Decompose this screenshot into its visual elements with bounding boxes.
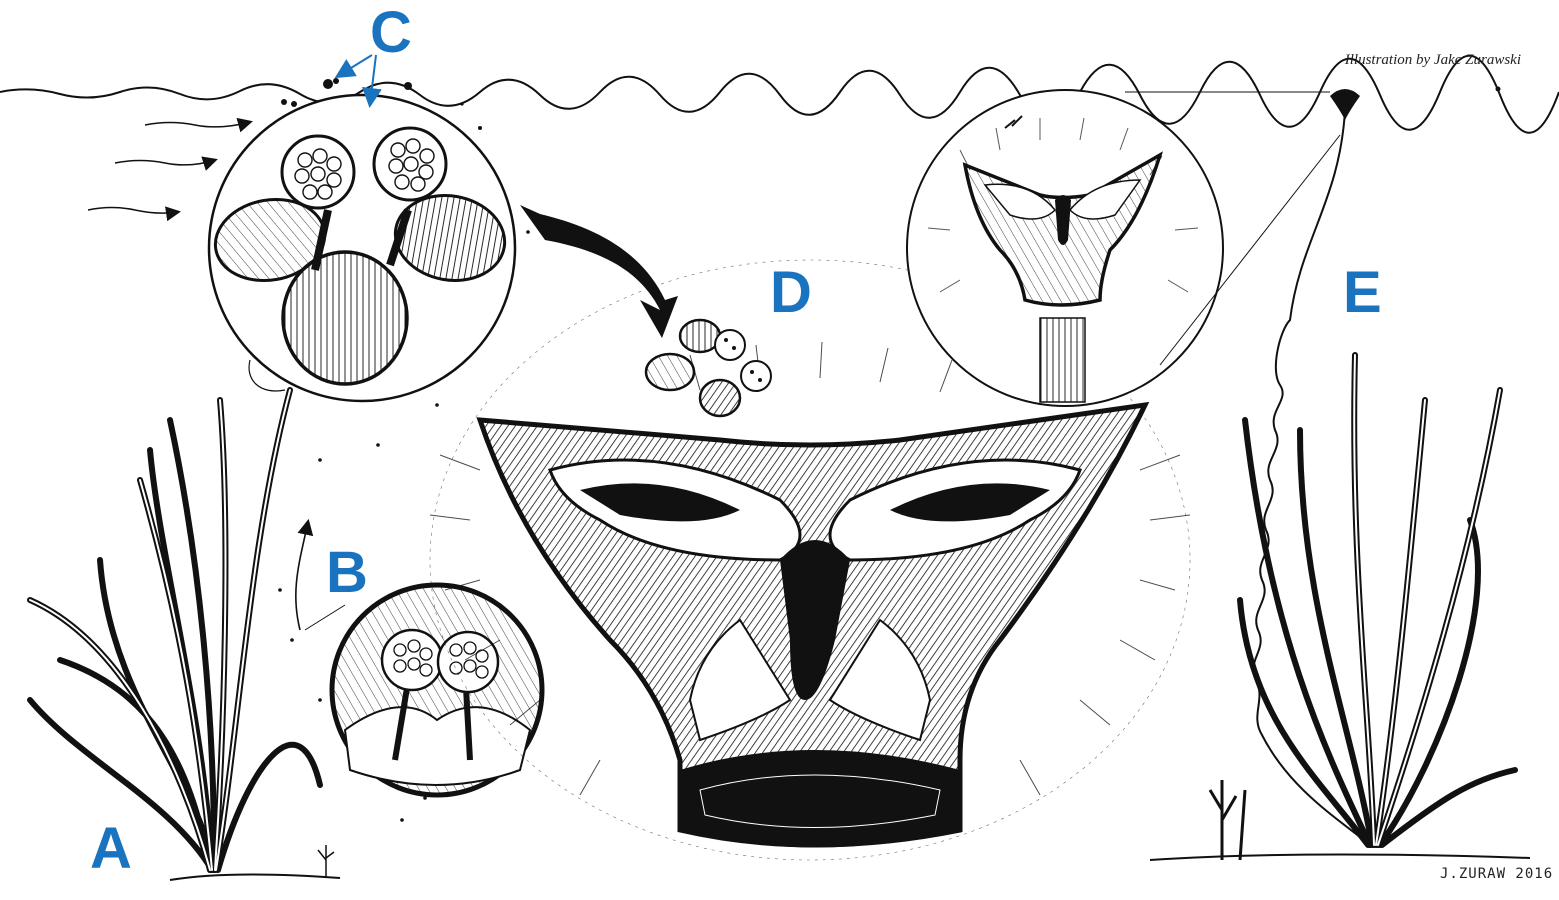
connector-b [305,605,345,630]
illustration-credit: Illustration by Jake Zurawski [1345,52,1521,69]
artist-signature: J.ZURAW 2016 [1440,866,1553,882]
plant-a-eelgrass [30,390,320,870]
water-surface [0,56,1559,133]
arrow-b-upward [296,522,308,630]
arrow-c-to-d [520,205,678,338]
label-b: B [326,544,368,602]
label-d: D [770,264,812,322]
inset-b-flower-bud [332,585,542,795]
label-c: C [370,4,412,62]
inset-e-female-flower [907,90,1223,406]
seedling-left [318,845,334,878]
plant-a-eelgrass-inner [30,390,290,870]
surface-female-flower [1330,89,1360,120]
inset-c-male-flower [209,95,515,401]
small-flower-d [646,320,771,416]
ground-left [170,874,340,880]
seedling-right [1210,780,1245,860]
ground-right [1150,854,1530,860]
plant-e-eelgrass [1240,355,1515,845]
label-e: E [1343,264,1382,322]
label-a: A [90,820,132,878]
